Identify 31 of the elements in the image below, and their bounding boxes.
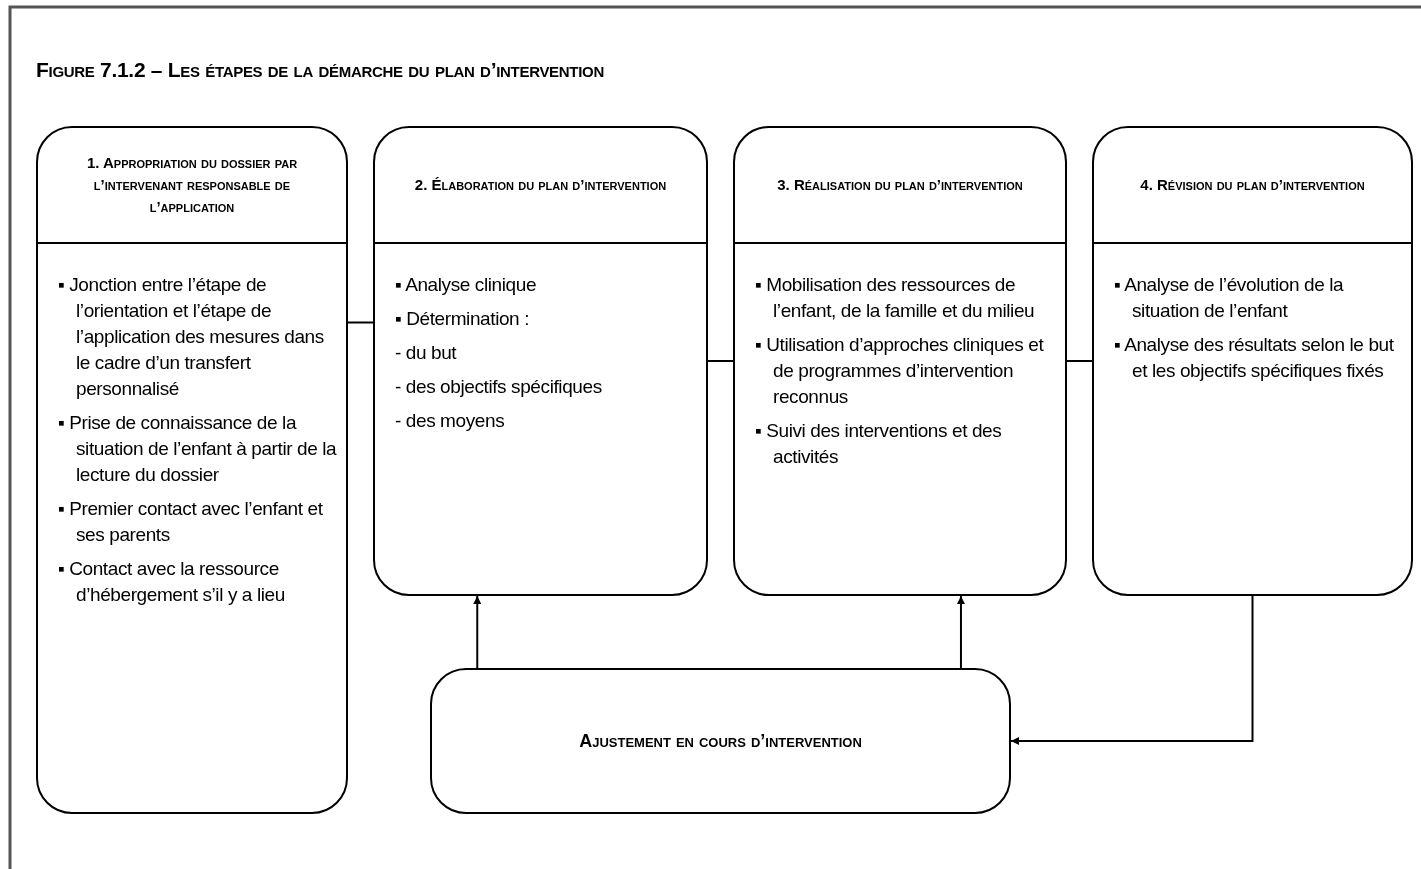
list-item: ▪ Analyse des résultats selon le but et les objectifs spécifiques fixés xyxy=(1113,333,1395,383)
list-item: - des objectifs spécifiques xyxy=(394,375,603,399)
list-item: ▪ Utilisation d’approches cliniques et de programmes d’intervention reconnus xyxy=(754,333,1045,409)
list-item: ▪ Détermination : xyxy=(394,307,531,331)
list-item: ▪ Prise de connaissance de la situation de l’enfant à partir de la lecture du dossier xyxy=(57,411,338,487)
box-heading: Ajustement en cours d’intervention xyxy=(579,729,862,753)
list-item: - du but xyxy=(394,341,458,365)
step-box xyxy=(373,126,708,596)
connector-line xyxy=(347,321,374,324)
list-item: ▪ Contact avec la ressource d’hébergement s’il y a lieu xyxy=(57,557,286,607)
figure-title: Figure 7.1.2 – Les étapes de la démarche du plan d’intervention xyxy=(36,58,604,82)
step-heading: 1. Appropriation du dossier par l’intervenant responsable de l’application xyxy=(85,153,299,217)
connector-line xyxy=(707,360,734,362)
list-item: ▪ Suivi des interventions et des activités xyxy=(754,419,1003,469)
step-box xyxy=(733,126,1067,596)
arrow xyxy=(473,595,482,669)
list-item: ▪ Premier contact avec l’enfant et ses parents xyxy=(57,497,324,547)
list-item: ▪ Analyse de l’évolution de la situation de l’enfant xyxy=(1113,273,1345,323)
step-heading: 4. Révision du plan d’intervention xyxy=(1140,175,1365,196)
step-box xyxy=(1092,126,1413,596)
list-item: ▪ Mobilisation des ressources de l’enfant, de la famille et du milieu xyxy=(754,273,1036,323)
arrow xyxy=(956,595,965,669)
arrow xyxy=(1010,595,1254,745)
list-item: ▪ Jonction entre l’étape de l’orientation et l’étape de l’application des mesures dans le cadre d’un transfert personnalisé xyxy=(57,273,325,401)
list-item: - des moyens xyxy=(394,409,506,433)
connector-line xyxy=(1066,360,1093,362)
process-box xyxy=(430,668,1011,814)
step-heading: 2. Élaboration du plan d’intervention xyxy=(414,175,667,196)
list-item: ▪ Analyse clinique xyxy=(394,273,538,297)
step-heading: 3. Réalisation du plan d’intervention xyxy=(777,175,1023,196)
step-box xyxy=(36,126,348,814)
